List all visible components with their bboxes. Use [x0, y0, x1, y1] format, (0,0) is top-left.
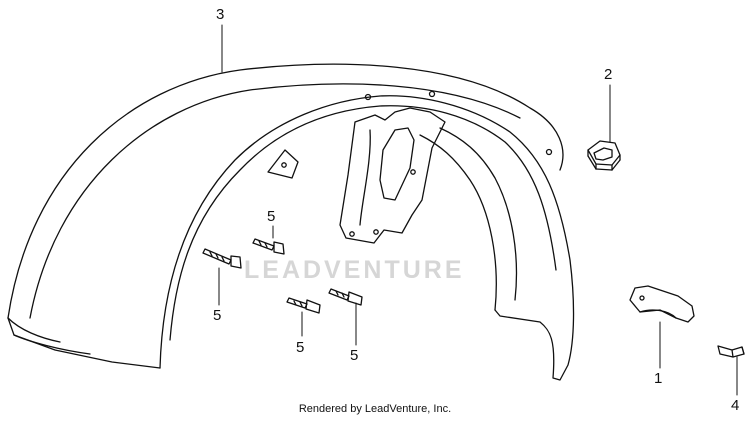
bolt-5c	[286, 297, 321, 314]
footer-credit: Rendered by LeadVenture, Inc.	[298, 403, 452, 415]
bolt-5a	[202, 248, 242, 269]
callout-4: 4	[731, 397, 740, 414]
callout-5-top: 5	[267, 208, 276, 225]
leader-lines	[218, 24, 738, 396]
callout-5-right: 5	[350, 347, 359, 364]
bolt-5d	[328, 288, 363, 306]
callout-5-mid: 5	[296, 339, 305, 356]
bolt-5b	[252, 238, 285, 255]
watermark-text: LEADVENTURE	[244, 256, 465, 284]
nut-2	[587, 140, 621, 171]
callout-3: 3	[216, 6, 225, 23]
callout-2: 2	[604, 66, 613, 83]
bolt-4	[717, 345, 745, 358]
clamp-1	[629, 285, 695, 323]
front-fender	[7, 63, 575, 381]
fender-stay-bracket	[339, 107, 446, 244]
callout-5-left: 5	[213, 307, 222, 324]
callout-1: 1	[654, 370, 663, 387]
